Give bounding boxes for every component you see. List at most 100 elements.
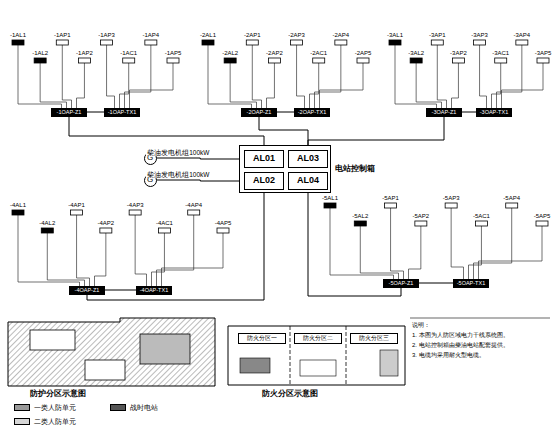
feeder-cable xyxy=(277,112,294,113)
node-text: 防火分区三 xyxy=(359,335,389,342)
branch-wire xyxy=(252,45,261,108)
device-tag: -4AP2 xyxy=(98,220,115,227)
distribution-box-symbol xyxy=(217,228,229,233)
distribution-box-symbol xyxy=(123,58,135,63)
protection-plan xyxy=(8,318,215,386)
distribution-box-symbol xyxy=(12,210,24,215)
node-text: AL04 xyxy=(297,176,319,186)
distribution-bus: -3OAP-Z1 xyxy=(426,108,462,117)
distribution-box-symbol xyxy=(145,40,157,45)
branch-wire xyxy=(95,233,106,286)
branch-wire xyxy=(395,45,437,108)
device-tag: -3AP4 xyxy=(514,32,531,39)
legend-swatch xyxy=(110,404,126,411)
legend-swatch xyxy=(14,418,30,425)
branch-wire xyxy=(77,215,90,286)
distribution-box-symbol xyxy=(202,40,214,45)
device-tag: -3AP2 xyxy=(450,50,467,57)
plan-room xyxy=(380,350,398,376)
distribution-bus: -1OAP-Z1 xyxy=(51,108,87,117)
feeder-cable xyxy=(157,158,245,159)
distribution-bus: -2OAP-TX1 xyxy=(294,108,330,117)
branch-wire xyxy=(310,63,319,108)
distribution-bus: -1OAP-TX1 xyxy=(104,108,140,117)
fire-zone-box: 防火分区三 xyxy=(350,333,398,344)
distribution-box-symbol xyxy=(34,58,46,63)
node-text: -1OAP-Z1 xyxy=(57,109,82,115)
branch-wire xyxy=(267,63,275,108)
device-tag: -2AP1 xyxy=(244,32,261,39)
distribution-box-symbol xyxy=(452,58,464,63)
branch-wire xyxy=(469,226,482,279)
legend-text: 一类人防单元 xyxy=(34,404,76,411)
device-tag: -5AP2 xyxy=(413,213,430,220)
plan-room xyxy=(140,334,190,364)
distribution-box-symbol xyxy=(246,40,258,45)
device-tag: -5AC1 xyxy=(473,213,490,220)
branch-wire xyxy=(451,208,463,279)
device-tag: -4AP1 xyxy=(68,202,85,209)
device-tag: -3AL2 xyxy=(408,50,424,57)
control-panel: 电站控制箱AL01AL03AL02AL04 xyxy=(239,145,331,193)
device-tag: -4AL2 xyxy=(39,220,55,227)
node-text: AL03 xyxy=(297,154,319,164)
branch-wire xyxy=(297,45,305,108)
distribution-box-symbol xyxy=(385,203,397,208)
branch-wire xyxy=(474,208,512,279)
device-tag: -3AP3 xyxy=(471,32,488,39)
distribution-box-symbol xyxy=(71,210,83,215)
feeder-cable xyxy=(87,190,264,300)
device-tag: -1AP3 xyxy=(98,32,115,39)
node-text: 防火分区一 xyxy=(247,335,277,342)
node-text: AL01 xyxy=(253,154,275,164)
distribution-box-symbol xyxy=(101,40,113,45)
plan-room xyxy=(30,330,75,350)
device-tag: -4AP4 xyxy=(185,202,202,209)
distribution-box-symbol xyxy=(475,221,487,226)
device-tag: -2AP5 xyxy=(355,50,372,57)
device-tag: -1AC1 xyxy=(120,50,137,57)
distribution-box-symbol xyxy=(12,40,24,45)
branch-wire xyxy=(208,45,252,108)
device-tag: -2AL1 xyxy=(200,32,216,39)
cable-label: 柴油发电机组100kW xyxy=(146,171,210,178)
device-tag: -5AL2 xyxy=(352,213,368,220)
node-text: -4OAP-Z1 xyxy=(75,287,100,293)
distribution-box-symbol xyxy=(357,58,369,63)
note-text: 3. 电缆均采用耐火型电缆。 xyxy=(412,352,485,359)
device-tag: -1AL1 xyxy=(10,32,26,39)
note-text: 防火分区示意图 xyxy=(262,390,318,399)
circuit-cell: AL02 xyxy=(244,172,284,190)
note-text: 防护分区示意图 xyxy=(30,390,86,399)
fire-wall xyxy=(290,326,291,385)
distribution-bus: -5OAP-Z1 xyxy=(383,279,419,288)
branch-wire xyxy=(157,215,194,286)
fire-zone-box: 防火分区二 xyxy=(294,333,342,344)
branch-wire xyxy=(416,63,441,108)
node-text: -2OAP-TX1 xyxy=(298,109,326,115)
device-tag: -5AL1 xyxy=(322,195,338,202)
device-tag: -4AP5 xyxy=(215,220,232,227)
feeder-cable xyxy=(157,180,245,181)
distribution-box-symbol xyxy=(536,221,548,226)
branch-wire xyxy=(479,226,543,279)
panel-heading: 电站控制箱 xyxy=(335,165,375,174)
circuit-cell: AL03 xyxy=(288,150,328,168)
distribution-box-symbol xyxy=(41,228,53,233)
device-tag: -5AP1 xyxy=(382,195,399,202)
device-tag: -2AP2 xyxy=(266,50,283,57)
distribution-box-symbol xyxy=(313,58,325,63)
fire-plan xyxy=(228,326,405,385)
distribution-box-symbol xyxy=(495,58,507,63)
distribution-box-symbol xyxy=(56,40,68,45)
distribution-box-symbol xyxy=(100,228,112,233)
distribution-bus: -4OAP-Z1 xyxy=(69,286,105,295)
device-tag: -2AP3 xyxy=(288,32,305,39)
feeder-cable xyxy=(105,290,136,291)
distribution-box-symbol xyxy=(389,40,401,45)
feeder-cable xyxy=(462,112,476,113)
fire-wall xyxy=(346,326,347,385)
note-text: 2. 电站控制箱由柴油电站配套提供。 xyxy=(412,342,509,349)
